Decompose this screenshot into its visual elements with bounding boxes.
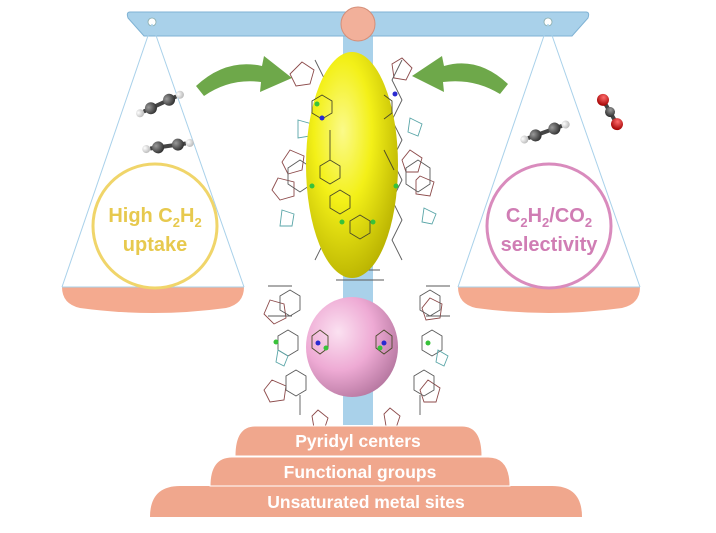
- functional-group-atoms: [273, 91, 431, 351]
- left-pan-ring: [91, 162, 219, 290]
- co2-molecule: [597, 93, 623, 131]
- right-pan-label-line1: C2H2/CO2: [506, 205, 592, 230]
- framework-lattice: [263, 57, 450, 431]
- left-pan: [62, 287, 244, 313]
- right-pan-label-line2: selectivity: [501, 234, 599, 256]
- pink-cage: [306, 297, 398, 397]
- right-pan: [458, 287, 640, 313]
- left-green-arrow: [196, 56, 292, 96]
- acetylene-molecule-1: [136, 90, 184, 118]
- pivot-knob: [340, 6, 376, 42]
- pedestal-step-bottom: [150, 486, 582, 517]
- acetylene-molecule-2: [142, 138, 194, 154]
- pedestal-step-top: [234, 425, 483, 457]
- left-pan-label-line1: High C2H2: [108, 205, 201, 230]
- right-green-arrow: [412, 56, 508, 94]
- pedestal-label-top: Pyridyl centers: [295, 431, 421, 451]
- pedestal-step-middle: [209, 456, 511, 487]
- left-strings: [61, 23, 245, 288]
- left-pan-label-line2: uptake: [123, 234, 187, 256]
- pedestal: Pyridyl centers Functional groups Unsatu…: [150, 425, 582, 517]
- pedestal-label-middle: Functional groups: [284, 462, 437, 482]
- beam-hole-right: [543, 17, 553, 27]
- right-pan-ring: [485, 162, 613, 290]
- beam-hole-left: [147, 17, 157, 27]
- yellow-cage: [306, 52, 398, 278]
- pedestal-label-bottom: Unsaturated metal sites: [267, 492, 465, 512]
- acetylene-molecule-3: [520, 120, 570, 144]
- right-strings: [457, 23, 641, 288]
